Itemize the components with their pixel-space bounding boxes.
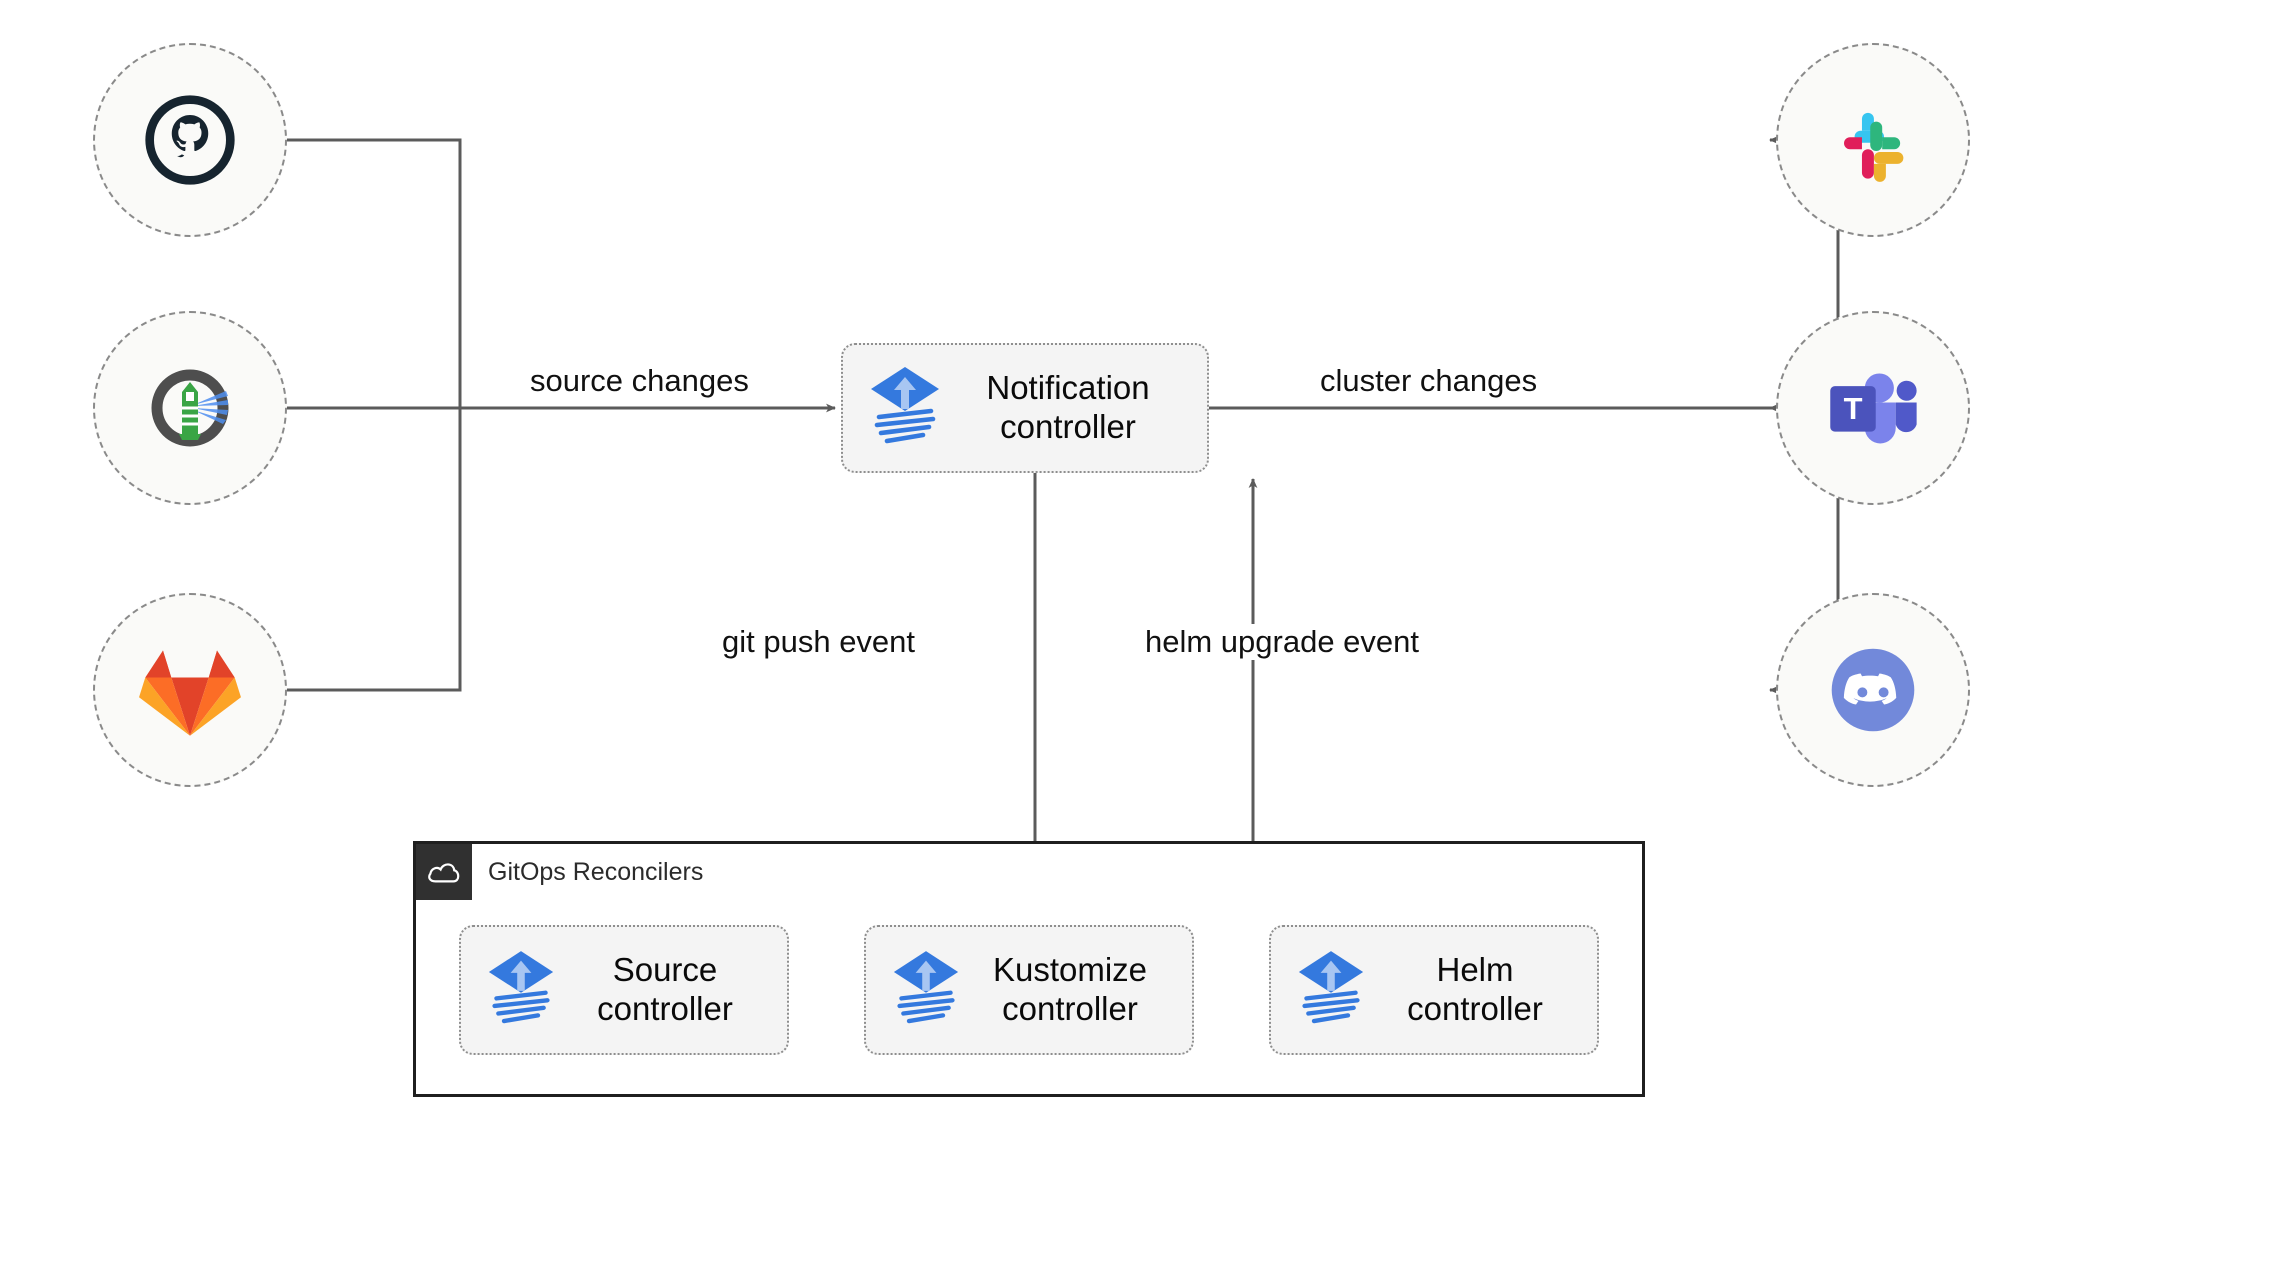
destination-node-discord[interactable] <box>1776 593 1970 787</box>
source-node-helm[interactable] <box>93 311 287 505</box>
notification-controller-label: Notification controller <box>986 369 1150 445</box>
cloud-icon <box>416 844 472 900</box>
helm-controller-label: Helm controller <box>1407 951 1543 1027</box>
source-node-github[interactable] <box>93 43 287 237</box>
gitlab-icon <box>139 650 241 736</box>
edge-label-helm-upgrade-event: helm upgrade event <box>1135 624 1430 660</box>
helm-icon <box>151 369 229 447</box>
source-controller-label: Source controller <box>597 951 733 1027</box>
github-icon <box>145 95 235 185</box>
flux-icon <box>487 949 555 1032</box>
discord-icon <box>1831 648 1915 732</box>
teams-icon: T <box>1830 373 1917 444</box>
slack-icon <box>1844 112 1904 182</box>
svg-text:T: T <box>1844 391 1863 426</box>
edge-label-git-push-event: git push event <box>712 624 926 660</box>
kustomize-controller-node[interactable]: Kustomize controller <box>864 925 1194 1055</box>
helm-controller-node[interactable]: Helm controller <box>1269 925 1599 1055</box>
edge-label-cluster-changes: cluster changes <box>1310 363 1548 399</box>
source-node-gitlab[interactable] <box>93 593 287 787</box>
kustomize-controller-label: Kustomize controller <box>992 951 1148 1027</box>
wire-github-to-trunk <box>287 138 462 408</box>
wire-gitlab-to-trunk <box>287 408 462 692</box>
destination-node-slack[interactable] <box>1776 43 1970 237</box>
edge-label-source-changes: source changes <box>520 363 759 399</box>
group-title: GitOps Reconcilers <box>488 858 704 886</box>
flux-icon <box>892 949 960 1032</box>
flux-icon <box>869 365 941 452</box>
notification-controller-node[interactable]: Notification controller <box>841 343 1209 473</box>
flux-icon <box>1297 949 1365 1032</box>
source-controller-node[interactable]: Source controller <box>459 925 789 1055</box>
destination-node-teams[interactable]: T <box>1776 311 1970 505</box>
